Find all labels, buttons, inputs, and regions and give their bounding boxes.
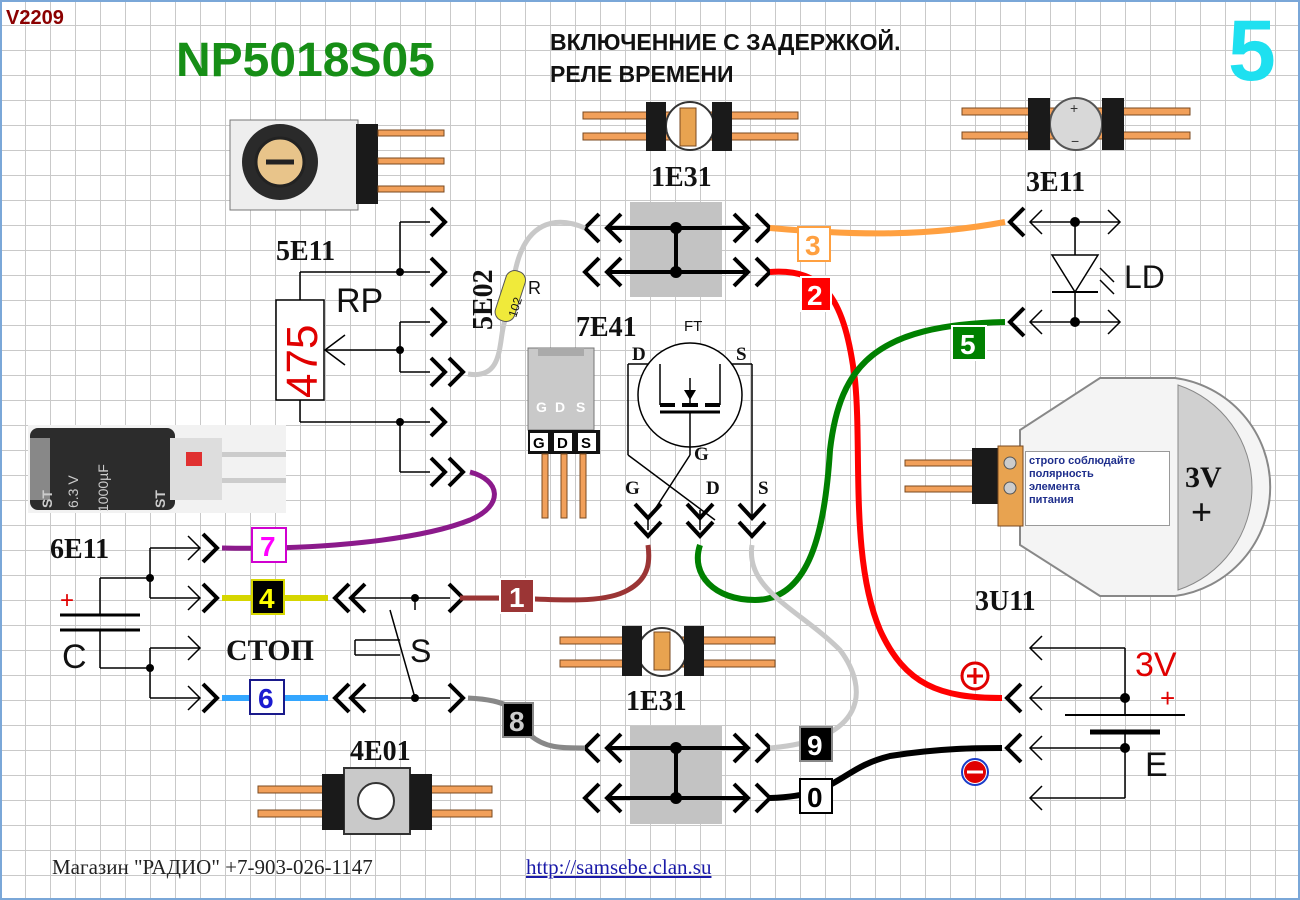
- svg-text:3: 3: [805, 230, 821, 261]
- fet-module-label: 7E41: [576, 312, 637, 343]
- jumper-top-module: [583, 202, 772, 297]
- wire-5: [694, 319, 1006, 604]
- stop-label: СТОП: [226, 634, 314, 667]
- jumper-top-label: 1E31: [651, 162, 712, 193]
- fet-label: FT: [684, 318, 702, 335]
- wire-tag-6: 6: [249, 679, 285, 715]
- jumper-bottom-label: 1E31: [626, 686, 687, 717]
- wire-tag-9: 9: [799, 726, 833, 762]
- polarity-line-4: питания: [1029, 494, 1074, 506]
- svg-text:−: −: [1071, 133, 1079, 149]
- resistor-module-label: 5E02: [468, 269, 499, 330]
- fet-pin-g-bottom: G: [625, 478, 640, 499]
- fet-symbol: [627, 342, 767, 538]
- pot-label: RP: [336, 282, 383, 320]
- svg-text:S: S: [581, 435, 591, 452]
- wire-tag-3: 3: [797, 226, 831, 262]
- fet-pin-s-top: S: [736, 344, 747, 365]
- fet-pin-s-bottom: S: [758, 478, 769, 499]
- svg-text:5: 5: [960, 329, 976, 360]
- fet-pin-g-mid: G: [694, 444, 709, 465]
- cap-capacity-marking: 1000µF: [95, 464, 111, 512]
- cap-brand-right: ST: [152, 490, 168, 508]
- site-link[interactable]: http://samsebe.clan.su: [526, 855, 712, 879]
- pot-module-label: 5E11: [276, 236, 335, 267]
- led-label: LD: [1124, 259, 1165, 295]
- button-module-label: 4E01: [350, 736, 411, 767]
- potentiometer-photo: [229, 119, 445, 211]
- battery-module-label: 3U11: [975, 586, 1036, 617]
- led-photo: + −: [961, 97, 1191, 151]
- model-title: NP5018S05: [176, 34, 435, 87]
- svg-text:+: +: [1070, 100, 1078, 116]
- wire-tag-0: 0: [799, 778, 833, 814]
- switch-label: S: [410, 633, 431, 669]
- svg-text:D: D: [557, 435, 568, 452]
- cell-plus-label: +: [1191, 491, 1212, 532]
- cap-label: C: [62, 638, 87, 676]
- resistor-lead: [467, 219, 586, 377]
- resistor-value: 102: [506, 295, 526, 319]
- svg-text:G: G: [533, 435, 545, 452]
- resistor-label: R: [528, 278, 541, 298]
- pot-value: 475: [278, 325, 327, 398]
- battery-plus: +: [1160, 683, 1175, 713]
- wire-tag-2: 2: [800, 276, 832, 312]
- svg-text:S: S: [576, 399, 585, 415]
- svg-text:0: 0: [807, 782, 823, 813]
- cap-module: [60, 532, 219, 714]
- jumper-bottom-module: [583, 726, 772, 824]
- wire-7: [221, 469, 497, 551]
- fet-pin-d-top: D: [632, 344, 646, 365]
- svg-text:2: 2: [807, 280, 823, 311]
- svg-text:G: G: [536, 399, 547, 415]
- polarity-warning: строго соблюдайте полярность элемента пи…: [1025, 451, 1170, 526]
- wire-tag-5: 5: [951, 325, 987, 361]
- svg-text:9: 9: [807, 730, 823, 761]
- cap-brand-left: ST: [39, 490, 55, 508]
- svg-text:D: D: [555, 399, 565, 415]
- shop-contact: Магазин "РАДИО" +7-903-026-1147: [52, 855, 373, 879]
- fet-photo: G D S G D S: [527, 347, 600, 519]
- jumper-bottom-photo: [559, 626, 776, 677]
- cap-voltage-marking: 6.3 V: [65, 475, 81, 508]
- wire-1: [460, 544, 652, 603]
- stop-switch: [333, 582, 465, 714]
- button-photo: [257, 767, 493, 835]
- title-line-1: ВКЛЮЧЕННИЕ С ЗАДЕРЖКОЙ.: [550, 28, 900, 55]
- polarity-line-1: строго соблюдайте: [1029, 455, 1136, 467]
- fet-pin-d-bottom: D: [706, 478, 720, 499]
- pot-module: [275, 206, 465, 488]
- cap-plus-sign: +: [60, 587, 74, 614]
- svg-text:1: 1: [509, 582, 525, 613]
- version-label: V2209: [6, 7, 64, 29]
- led-module: [1008, 206, 1122, 338]
- cap-module-label: 6E11: [50, 534, 109, 565]
- svg-text:7: 7: [260, 531, 276, 562]
- resistor-body: [494, 270, 527, 323]
- battery-voltage: 3V: [1135, 646, 1177, 684]
- wire-tag-4: 4: [251, 579, 285, 615]
- wire-tag-7: 7: [251, 527, 287, 563]
- sheet-number: 5: [1228, 3, 1276, 99]
- jumper-top-photo: [582, 101, 799, 151]
- svg-text:6: 6: [258, 683, 274, 714]
- battery-label: E: [1145, 746, 1168, 784]
- svg-text:8: 8: [509, 706, 525, 737]
- title-line-2: РЕЛЕ ВРЕМЕНИ: [550, 61, 733, 87]
- polarity-line-2: полярность: [1029, 468, 1094, 480]
- polarity-line-3: элемента: [1029, 481, 1081, 493]
- led-module-label: 3E11: [1026, 167, 1085, 198]
- wire-tag-8: 8: [502, 702, 534, 738]
- capacitor-photo: [28, 425, 286, 513]
- svg-text:4: 4: [259, 583, 275, 614]
- wire-tag-1: 1: [499, 578, 535, 614]
- battery-module: [960, 635, 1185, 811]
- cell-voltage-label: 3V: [1185, 461, 1222, 494]
